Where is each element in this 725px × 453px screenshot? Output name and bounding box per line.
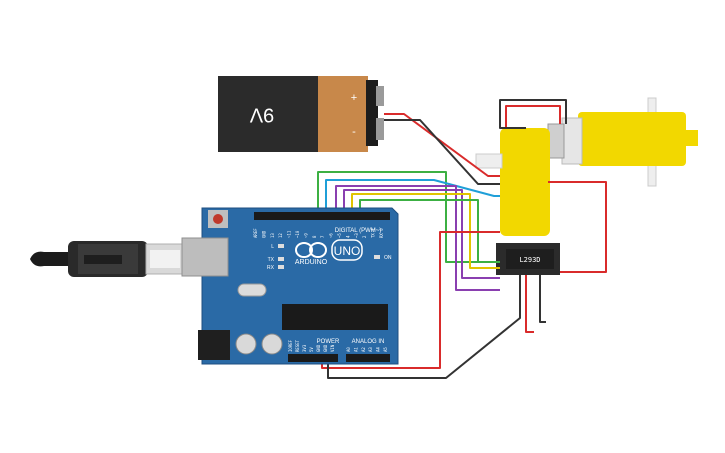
analog-pin-label-5: A5 <box>383 347 388 352</box>
arduino-logo-icon <box>295 242 327 258</box>
usb-icon <box>84 255 122 264</box>
digital-pin-label-9: ~6 <box>329 233 334 238</box>
power-pin-label-1: RESET <box>295 339 300 352</box>
power-header <box>288 354 338 362</box>
wire-black-motor-b[interactable] <box>499 99 567 129</box>
led-on <box>374 255 380 259</box>
digital-pin-label-4: ~11 <box>287 230 292 238</box>
arduino-uno-board[interactable]: ARDUINO UNO DIGITAL (PWM~) POWER ANALOG … <box>181 207 399 365</box>
digital-pin-label-3: 12 <box>278 233 283 238</box>
wire-red-right-loop[interactable] <box>548 181 607 273</box>
analog-pin-label-3: A3 <box>368 347 373 352</box>
power-pin-label-0: IOREF <box>288 339 293 352</box>
digital-pin-label-10: ~5 <box>337 233 342 238</box>
motor-mount <box>475 128 550 236</box>
wire-yellow-pin4[interactable] <box>351 193 500 269</box>
digital-pin-label-15: RX 0 <box>379 228 384 238</box>
digital-pin-label-13: 2 <box>362 235 367 238</box>
led-l <box>278 244 284 248</box>
wire-black-gnd-2[interactable] <box>539 275 546 323</box>
digital-pin-label-7: 8 <box>312 235 317 238</box>
power-pin-label-3: 5V <box>309 347 314 352</box>
wire-black-gnd[interactable] <box>327 275 521 379</box>
arduino-model-label: UNO <box>334 244 361 258</box>
digital-header <box>254 212 390 220</box>
power-header-label: POWER <box>317 339 340 345</box>
digital-header-label: DIGITAL (PWM~) <box>335 228 382 234</box>
led-label-l: L <box>271 244 274 250</box>
analog-pin-label-0: A0 <box>346 347 351 352</box>
analog-pin-label-2: A2 <box>361 347 366 352</box>
battery-plus-label: + <box>351 92 357 104</box>
arduino-brand-label: ARDUINO <box>295 259 328 266</box>
digital-pin-label-14: TX 1 <box>371 228 376 238</box>
battery-minus-label: - <box>352 126 356 138</box>
led-tx <box>278 257 284 261</box>
analog-header-label: ANALOG IN <box>352 339 385 345</box>
digital-pin-label-0: AREF <box>253 228 258 238</box>
usb-jack <box>181 237 229 277</box>
power-jack <box>198 330 230 360</box>
digital-pin-label-5: ~10 <box>295 230 300 238</box>
on-label: ON <box>384 255 392 261</box>
power-pin-label-4: GND <box>316 344 321 352</box>
led-label-tx: TX <box>268 257 275 263</box>
reset-icon <box>213 214 223 224</box>
atmega-chip <box>282 304 388 330</box>
wire-black-battery-minus[interactable] <box>384 119 500 185</box>
digital-pin-label-8: 7 <box>320 235 325 238</box>
digital-pin-label-6: ~9 <box>303 233 308 238</box>
analog-header <box>346 354 390 362</box>
capacitor-1 <box>235 333 257 355</box>
wire-red-vin[interactable] <box>525 275 534 333</box>
battery-voltage-label: 9V <box>249 104 274 126</box>
crystal <box>237 283 267 297</box>
usb-cable[interactable] <box>30 241 189 277</box>
driver-chip-label: L293D <box>519 256 540 264</box>
digital-pin-label-2: 13 <box>270 233 275 238</box>
wire-purple-pin5[interactable] <box>343 189 500 279</box>
power-pin-label-2: 3V3 <box>302 344 307 352</box>
digital-pin-label-1: GND <box>261 230 266 238</box>
digital-pin-label-12: ~3 <box>354 233 359 238</box>
led-rx <box>278 265 284 269</box>
wire-red-battery-plus[interactable] <box>384 113 500 177</box>
uno-badge <box>331 239 363 261</box>
battery-9v[interactable]: 9V + - <box>218 76 384 152</box>
l293d-driver[interactable]: L293D <box>496 243 560 275</box>
power-pin-label-6: VIN <box>330 344 335 352</box>
analog-pin-label-1: A1 <box>353 347 358 352</box>
analog-pin-label-4: A4 <box>376 347 381 352</box>
wire-blue-pin8[interactable] <box>325 179 500 214</box>
wire-purple-pin6[interactable] <box>335 185 500 291</box>
digital-pin-label-11: 4 <box>345 235 350 238</box>
power-pin-label-5: GND <box>323 344 328 352</box>
capacitor-2 <box>261 333 283 355</box>
led-label-rx: RX <box>267 265 275 271</box>
wire-green-pin9[interactable] <box>317 171 500 263</box>
